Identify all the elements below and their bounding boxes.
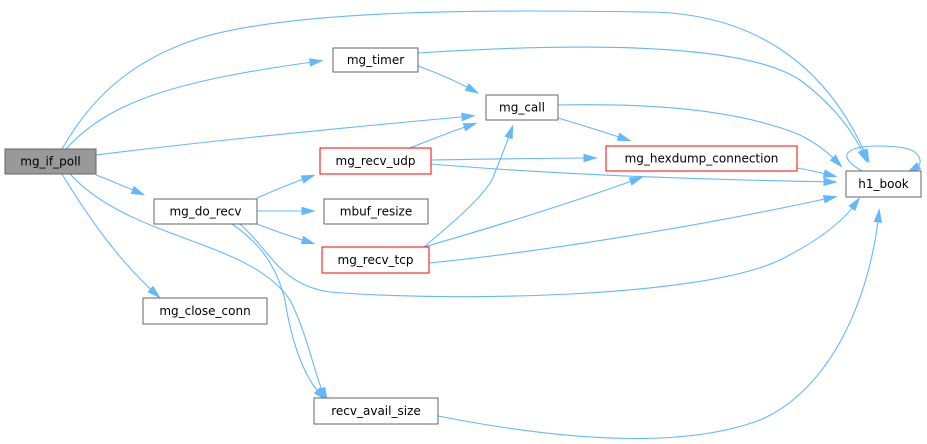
edge-mg-recv-tcp-to-mg-call: [423, 127, 513, 248]
node-mg-timer[interactable]: mg_timer: [332, 47, 419, 73]
node-mbuf-resize[interactable]: mbuf_resize: [323, 198, 429, 225]
edge-mg-call-to-mg-hexdump-connection: [557, 117, 629, 141]
edge-mg-if-poll-to-recv-avail-size: [69, 173, 327, 399]
edge-recv-avail-size-to-h1-book: [437, 211, 880, 440]
node-mg-hexdump-connection[interactable]: mg_hexdump_connection: [605, 145, 798, 172]
arrowhead: [130, 185, 146, 196]
node-mg-do-recv[interactable]: mg_do_recv: [153, 198, 258, 225]
edge-mg-call-to-h1-book: [557, 104, 841, 166]
node-label: mg_hexdump_connection: [625, 152, 779, 166]
node-mg-if-poll[interactable]: mg_if_poll: [4, 148, 97, 175]
edge-mg-recv-udp-to-mg-hexdump-connection: [430, 157, 595, 161]
edge-mg-if-poll-to-h1-book: [61, 10, 869, 161]
node-label: mg_close_conn: [159, 304, 250, 318]
node-label: mg_timer: [347, 53, 404, 67]
node-mg-recv-udp[interactable]: mg_recv_udp: [319, 147, 432, 175]
arrowhead: [464, 83, 480, 94]
node-label: mg_do_recv: [169, 205, 241, 219]
node-mg-close-conn[interactable]: mg_close_conn: [142, 297, 268, 325]
node-label: mg_recv_tcp: [338, 253, 414, 267]
arrowhead: [583, 153, 598, 163]
nodes-layer: mg_if_poll mg_timer mg_call mg_recv_udp …: [4, 47, 922, 425]
edge-h1-book-to-h1-book: [846, 145, 921, 172]
edge-mg-if-poll-to-mg-close-conn: [61, 173, 159, 297]
edge-mg-if-poll-to-mg-call: [95, 115, 473, 156]
node-mg-recv-tcp[interactable]: mg_recv_tcp: [321, 246, 430, 274]
arrowhead: [848, 197, 861, 212]
arrowhead: [147, 285, 161, 299]
node-label: recv_avail_size: [331, 404, 421, 418]
edge-mg-timer-to-h1-book: [417, 46, 867, 161]
node-label: mbuf_resize: [340, 205, 412, 219]
arrowhead: [313, 387, 327, 401]
arrowhead: [462, 122, 478, 132]
node-h1-book[interactable]: h1_book: [845, 170, 922, 198]
arrowhead: [823, 177, 838, 187]
edge-mg-recv-udp-to-h1-book: [430, 163, 835, 183]
arrowhead: [504, 124, 514, 140]
arrowhead: [300, 174, 316, 184]
node-label: mg_if_poll: [20, 155, 81, 169]
edge-mg-recv-tcp-to-h1-book: [428, 196, 835, 264]
arrowhead: [822, 195, 838, 204]
arrowhead: [628, 176, 644, 186]
arrowhead: [461, 112, 476, 122]
arrowhead: [309, 58, 324, 67]
arrowhead: [822, 169, 838, 178]
arrowhead: [829, 154, 843, 168]
edge-mg-if-poll-to-mg-timer: [65, 60, 321, 150]
edge-mg-do-recv-to-h1-book: [239, 199, 859, 298]
edge-mg-do-recv-to-recv-avail-size: [231, 223, 325, 399]
node-label: mg_recv_udp: [336, 154, 416, 168]
node-mg-call[interactable]: mg_call: [485, 94, 559, 121]
arrowhead: [873, 208, 883, 223]
arrowhead: [616, 132, 632, 142]
node-recv-avail-size[interactable]: recv_avail_size: [313, 397, 439, 425]
node-label: h1_book: [858, 177, 909, 191]
arrowhead: [300, 235, 316, 245]
node-label: mg_call: [499, 101, 545, 115]
edge-mg-recv-tcp-to-mg-hexdump-connection: [423, 177, 641, 248]
arrowhead: [301, 206, 316, 216]
edges-layer: [61, 10, 922, 440]
arrowhead: [857, 148, 868, 164]
